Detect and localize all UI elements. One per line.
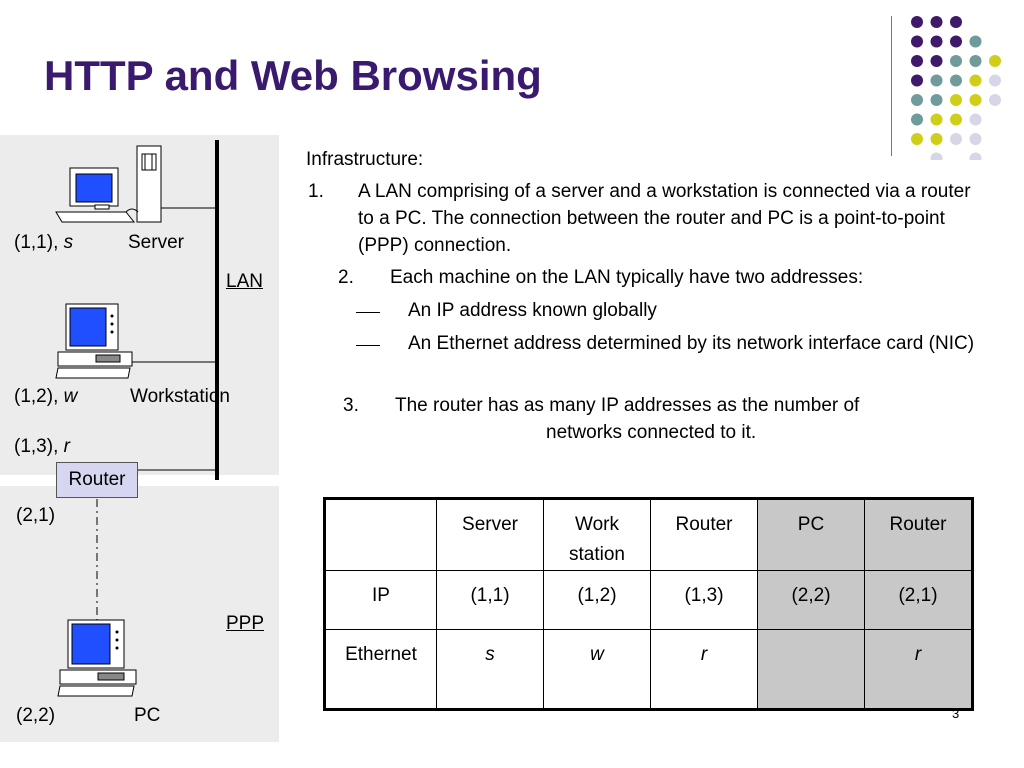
decor-dot (950, 55, 962, 67)
decor-dot (930, 74, 943, 87)
table-cell: (1,1) (436, 570, 544, 630)
decor-dot (989, 74, 1001, 87)
router-box: Router (56, 462, 138, 498)
item-1-number: 1. (308, 181, 324, 202)
table-cell: (2,1) (864, 570, 973, 630)
slide-title: HTTP and Web Browsing (44, 52, 542, 99)
decor-dot (930, 55, 943, 67)
workstation-address: (1,2), w (14, 386, 78, 407)
lan-label: LAN (226, 271, 263, 292)
workstation-label: Workstation (130, 386, 230, 407)
item-2-text: Each machine on the LAN typically have t… (390, 267, 864, 288)
workstation-computer-icon (55, 303, 133, 379)
decor-dot (950, 16, 962, 28)
decor-dot (911, 16, 923, 28)
item-3-line-1: The router has as many IP addresses as t… (395, 395, 860, 416)
server-address: (1,1), s (14, 232, 74, 253)
page-number: 3 (952, 706, 960, 721)
decor-dot (969, 94, 982, 106)
table-cell: r (864, 629, 973, 710)
router-lan-address: (1,3), r (14, 436, 70, 457)
decor-dot (989, 94, 1001, 106)
table-header-row: Server Work station Router PC Router (324, 498, 973, 571)
infrastructure-heading: Infrastructure: (306, 149, 424, 170)
table-cell (757, 629, 865, 710)
sub-item-1: An IP address known globally (408, 300, 657, 321)
header-server: Server (436, 498, 544, 571)
decor-dot (969, 74, 982, 87)
decor-dot (950, 35, 962, 48)
decor-dot (969, 113, 982, 126)
pc-computer-icon (57, 619, 137, 697)
table-cell: (2,2) (757, 570, 865, 630)
item-2-number: 2. (338, 267, 354, 288)
decor-dot (969, 152, 982, 160)
decor-dot (930, 113, 943, 126)
decor-dot (950, 74, 962, 87)
decor-dot (969, 35, 982, 48)
dash-bullet-2 (356, 345, 380, 346)
item-3-line-2: networks connected to it. (546, 422, 757, 443)
row-label-ethernet: Ethernet (324, 629, 437, 710)
table-corner-cell (324, 498, 437, 571)
header-router: Router (650, 498, 758, 571)
table-cell: (1,2) (543, 570, 651, 630)
ppp-label: PPP (226, 613, 265, 634)
address-table: Server Work station Router PC Router IP … (323, 497, 974, 711)
table-cell: s (436, 629, 544, 710)
pc-address: (2,2) (16, 705, 56, 726)
decor-dot (989, 55, 1001, 67)
table-cell: (1,3) (650, 570, 758, 630)
decor-dot (911, 74, 923, 87)
router-ppp-address: (2,1) (16, 505, 56, 526)
row-label-ip: IP (324, 570, 437, 630)
decor-dot (930, 35, 943, 48)
header-pc: PC (757, 498, 865, 571)
decor-dot (969, 133, 982, 145)
decor-dot (911, 35, 923, 48)
server-computer-icon (55, 145, 162, 223)
header-workstation: Work station (543, 498, 651, 571)
table-row: IP (1,1) (1,2) (1,3) (2,2) (2,1) (324, 570, 973, 630)
decorative-dot-grid (911, 16, 1001, 160)
decor-dot (911, 94, 923, 106)
item-3-number: 3. (343, 395, 359, 416)
decor-dot (950, 94, 962, 106)
decor-dot (969, 55, 982, 67)
decor-dot (930, 16, 943, 28)
decor-dot (930, 94, 943, 106)
decor-dot (911, 55, 923, 67)
header-router-ppp: Router (864, 498, 973, 571)
pc-label: PC (134, 705, 161, 726)
dash-bullet-1 (356, 312, 380, 313)
network-diagram (55, 140, 219, 697)
ppp-panel (0, 486, 279, 742)
decor-dot (930, 152, 943, 160)
table-cell: r (650, 629, 758, 710)
table-cell: w (543, 629, 651, 710)
server-label: Server (128, 232, 184, 253)
decor-dot (950, 133, 962, 145)
sub-item-2: An Ethernet address determined by its ne… (408, 333, 975, 354)
decor-dot (911, 113, 923, 126)
table-row: Ethernet s w r r (324, 629, 973, 710)
decor-dot (911, 133, 923, 145)
title-divider (891, 16, 892, 156)
item-1-text: A LAN comprising of a server and a works… (358, 181, 971, 256)
decor-dot (950, 113, 962, 126)
decor-dot (930, 133, 943, 145)
